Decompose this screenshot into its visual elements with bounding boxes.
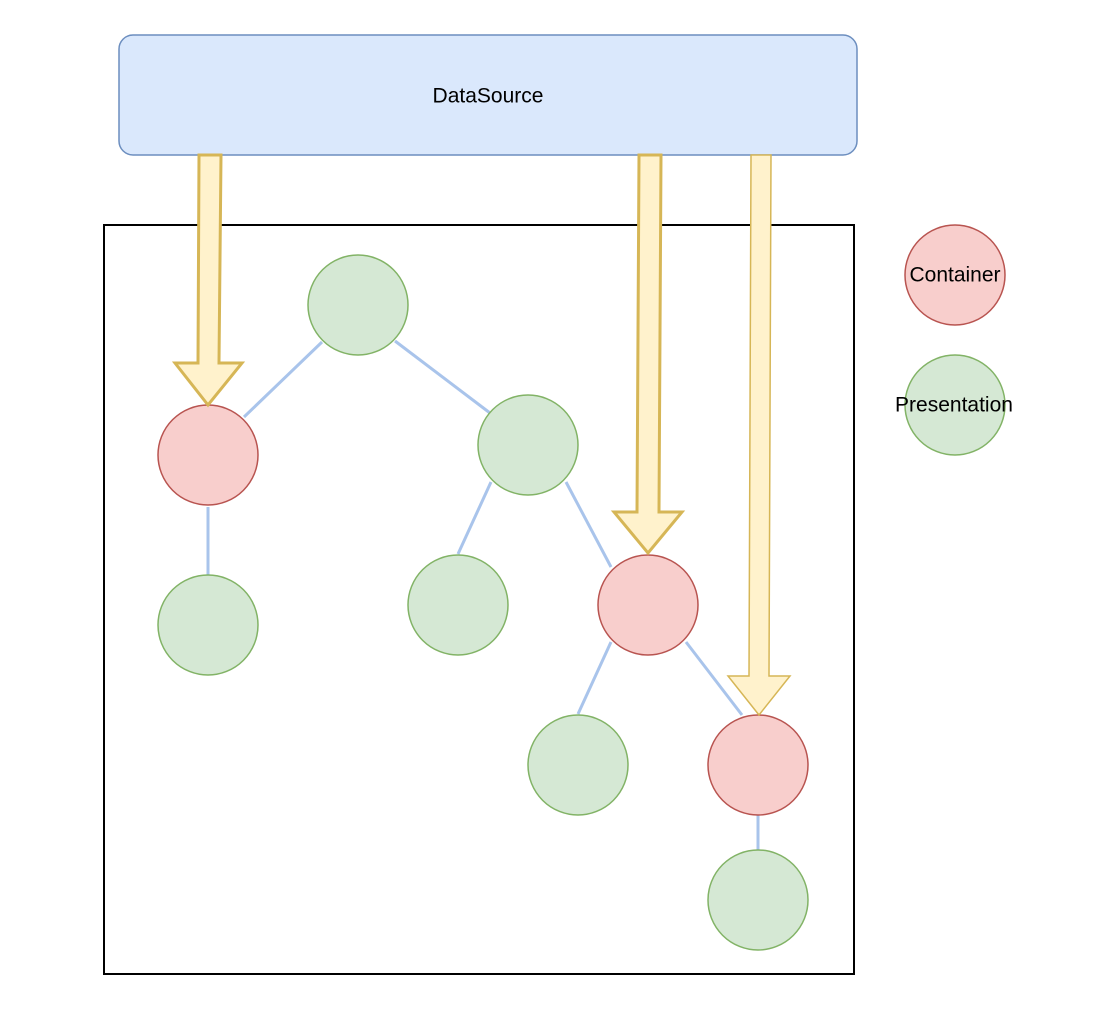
edge-presentation-mid-to-container-mid — [564, 481, 613, 568]
presentation-node-lower-leaf — [527, 714, 629, 816]
legend-item-container: Container — [904, 224, 1006, 326]
datasource-block: DataSource — [118, 34, 858, 156]
legend-presentation-swatch — [904, 354, 1006, 456]
presentation-node-mid-leaf — [407, 554, 509, 656]
presentation-node-root — [307, 254, 409, 356]
edge-root-to-presentation-mid — [394, 339, 491, 415]
datasource-label: DataSource — [433, 85, 544, 108]
datasource-box — [118, 34, 858, 156]
legend-item-presentation: Presentation — [895, 354, 1013, 456]
edge-presentation-mid-to-presentation — [456, 481, 493, 555]
container-node-mid — [597, 554, 699, 656]
legend: Container Presentation — [895, 224, 1013, 456]
data-flow-arrows — [171, 153, 792, 717]
legend-container-label: Container — [909, 264, 1000, 287]
tree-edges — [206, 339, 760, 852]
data-flow-arrow-to-container-right — [726, 154, 792, 717]
edge-container-mid-to-presentation — [576, 641, 613, 715]
presentation-node-right-leaf — [707, 849, 809, 951]
data-flow-arrow-to-container-mid — [610, 153, 686, 556]
presentation-node-left-leaf — [157, 574, 259, 676]
edge-container-mid-to-container-right — [684, 641, 744, 716]
legend-presentation-label: Presentation — [895, 394, 1013, 417]
presentation-node-mid — [477, 394, 579, 496]
data-flow-arrow-to-container-left — [171, 153, 246, 408]
legend-container-swatch — [904, 224, 1006, 326]
container-node-right — [707, 714, 809, 816]
container-node-left — [157, 404, 259, 506]
component-tree-frame — [103, 224, 855, 975]
edge-root-to-container-left — [242, 340, 324, 419]
tree-nodes — [157, 254, 809, 951]
